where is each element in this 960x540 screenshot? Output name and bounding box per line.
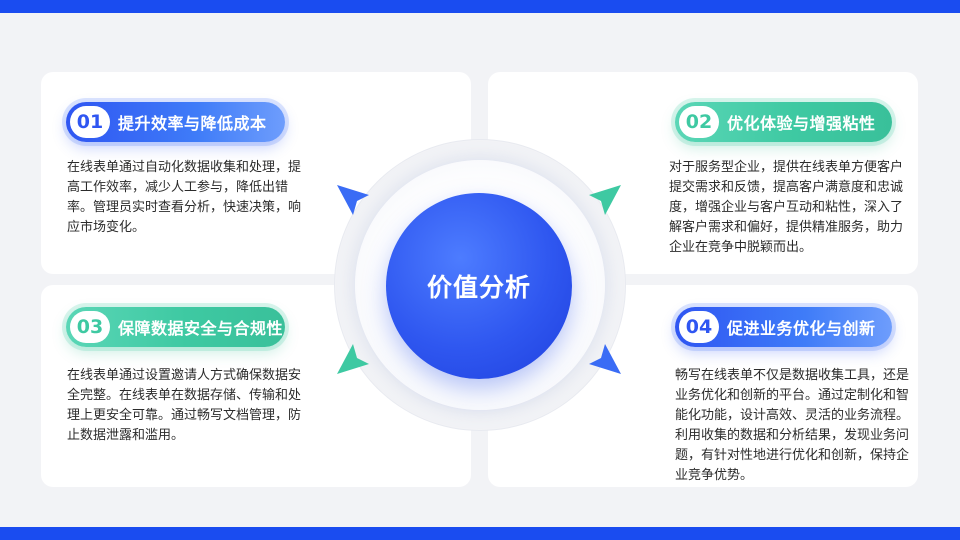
card-1-number: 01	[70, 106, 110, 138]
card-3-description: 在线表单通过设置邀请人方式确保数据安全完整。在线表单在数据存储、传输和处理上更安…	[67, 368, 302, 443]
card-4-title: 促进业务优化与创新	[727, 319, 876, 338]
card-3-header-pill: 03 保障数据安全与合规性	[66, 307, 285, 347]
arrow-up-left-icon	[337, 185, 369, 215]
top-accent-bar	[0, 0, 960, 13]
card-2-title: 优化体验与增强粘性	[727, 114, 876, 133]
center-title: 价值分析	[426, 273, 531, 302]
card-4-header-pill: 04 促进业务优化与创新	[675, 307, 892, 347]
card-2-number: 02	[679, 106, 719, 138]
arrow-down-left-icon	[337, 344, 369, 374]
center-circle: 价值分析	[386, 193, 572, 379]
card-1-description: 在线表单通过自动化数据收集和处理，提高工作效率，减少人工参与，降低出错率。管理员…	[67, 160, 302, 235]
arrow-up-right-icon	[589, 185, 621, 215]
card-4-description: 畅写在线表单不仅是数据收集工具，还是业务优化和创新的平台。通过定制化和智能化功能…	[675, 368, 910, 483]
card-3-number: 03	[70, 311, 110, 343]
card-1-header-pill: 01 提升效率与降低成本	[66, 102, 285, 142]
card-1-title: 提升效率与降低成本	[118, 114, 267, 133]
card-2-description: 对于服务型企业，提供在线表单方便客户提交需求和反馈，提高客户满意度和忠诚度，增强…	[669, 160, 904, 255]
card-4-number: 04	[679, 311, 719, 343]
bottom-accent-bar	[0, 527, 960, 540]
card-3-title: 保障数据安全与合规性	[118, 319, 284, 338]
card-2-header-pill: 02 优化体验与增强粘性	[675, 102, 892, 142]
arrow-down-right-icon	[589, 344, 621, 374]
